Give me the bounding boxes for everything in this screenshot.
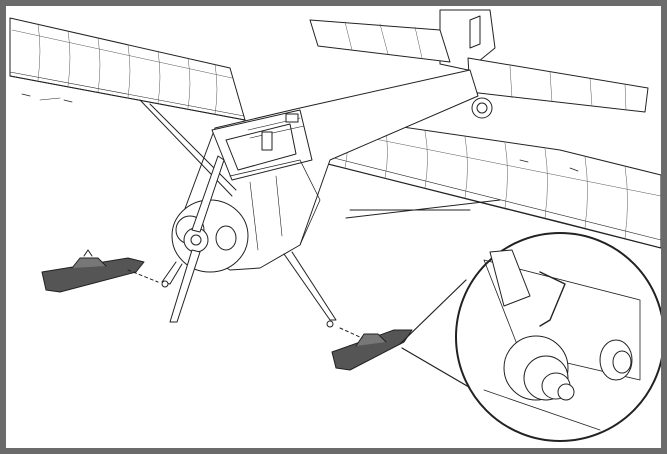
wing-struts [39,97,501,219]
right-ski [331,327,413,371]
fuselage [179,69,479,271]
left-wing [9,17,246,121]
tail-assembly [309,9,649,119]
detail-callout [399,232,665,442]
left-ski [41,249,159,293]
nose-and-propeller [169,155,249,323]
landing-gear [161,251,337,328]
